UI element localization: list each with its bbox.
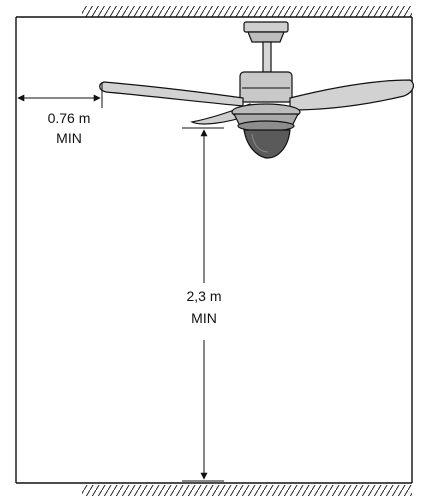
floor-clearance-dimension: [182, 127, 224, 482]
ceiling-fan: [99, 21, 414, 159]
fan-blade-left: [99, 81, 244, 107]
fan-motor-housing: [239, 71, 293, 103]
side-clearance-min: MIN: [56, 130, 82, 146]
fan-light-cover: [243, 129, 291, 159]
floor-clearance-min: MIN: [191, 310, 217, 326]
floor-clearance-value: 2,3 m: [186, 288, 222, 304]
ceiling: [16, 6, 412, 18]
side-clearance-value: 0.76 m: [47, 110, 91, 126]
fan-blade-right: [289, 79, 414, 111]
side-clearance-dimension: [17, 82, 103, 108]
fan-canopy: [243, 21, 289, 33]
fan-downrod: [262, 41, 272, 73]
floor: [16, 482, 412, 496]
